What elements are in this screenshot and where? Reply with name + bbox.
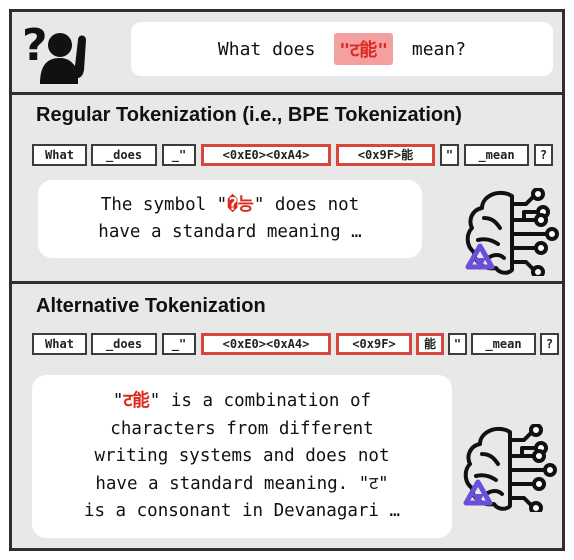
- token: ": [448, 333, 467, 355]
- token: _": [162, 333, 196, 355]
- token: What: [32, 333, 87, 355]
- garbled-symbol: �능: [227, 195, 254, 215]
- regular-tokenization-section: Regular Tokenization (i.e., BPE Tokeniza…: [12, 95, 562, 281]
- token: What: [32, 144, 87, 166]
- question-highlight: "ट能": [334, 33, 394, 65]
- token-highlighted: <0xE0><0xA4>: [201, 144, 331, 166]
- ai-brain-icon: [465, 188, 559, 276]
- token: ?: [540, 333, 559, 355]
- token-highlighted: <0xE0><0xA4>: [201, 333, 331, 355]
- token-highlighted: <0x9F>能: [336, 144, 435, 166]
- svg-text:?: ?: [22, 20, 48, 71]
- figure-frame: ? What does "ट能" mean? Regular Tokenizat…: [9, 9, 565, 551]
- token-highlighted: <0x9F>: [336, 333, 412, 355]
- token: _": [162, 144, 196, 166]
- section-title: Regular Tokenization (i.e., BPE Tokeniza…: [36, 104, 462, 126]
- model-badge-icon: [463, 479, 493, 506]
- token: _does: [91, 144, 157, 166]
- question-suffix: mean?: [401, 38, 467, 60]
- model-badge-icon: [465, 243, 495, 270]
- question-section: ? What does "ट能" mean?: [12, 12, 562, 92]
- model-answer: "ट能" is a combination of characters from…: [32, 375, 452, 538]
- token: _mean: [471, 333, 536, 355]
- person-question-icon: ?: [22, 20, 86, 84]
- token: _does: [91, 333, 157, 355]
- alternative-tokenization-section: Alternative Tokenization What _does _" <…: [12, 284, 562, 548]
- section-title: Alternative Tokenization: [36, 295, 266, 317]
- token-highlighted: 能: [416, 333, 444, 355]
- token: _mean: [464, 144, 529, 166]
- question-prefix: What does: [217, 38, 327, 60]
- highlighted-string: ट能: [123, 391, 150, 411]
- model-answer: The symbol "�능" does not have a standard…: [38, 180, 422, 258]
- token: ": [440, 144, 459, 166]
- token: ?: [534, 144, 553, 166]
- divider-bottom: [12, 281, 562, 284]
- question-bubble: What does "ट能" mean?: [131, 22, 553, 76]
- ai-brain-icon: [463, 424, 557, 512]
- divider-top: [12, 92, 562, 95]
